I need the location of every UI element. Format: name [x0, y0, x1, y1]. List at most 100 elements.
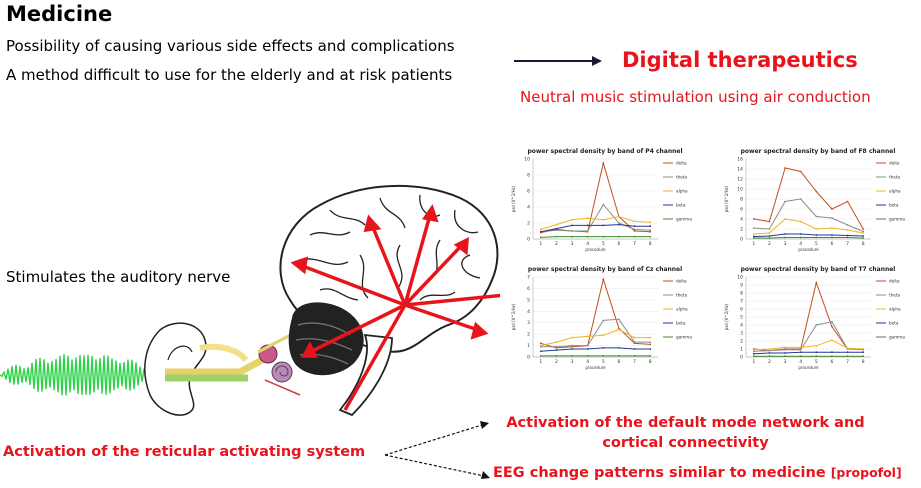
data-point-delta	[862, 228, 865, 230]
data-point-beta	[633, 225, 636, 228]
data-point-beta	[862, 351, 865, 354]
data-point-beta	[846, 351, 849, 354]
chart-title: power spectral density by band of P4 cha…	[527, 148, 682, 155]
data-point-beta	[799, 351, 802, 354]
series-line-beta	[540, 347, 651, 352]
legend-label-theta: theta	[889, 175, 901, 180]
data-point-gamma	[649, 235, 652, 238]
data-point-alpha	[752, 233, 755, 235]
data-point-gamma	[862, 355, 865, 358]
y-tick-label: 2	[527, 221, 530, 227]
y-axis-label: psd (V^2/Hz)	[511, 303, 516, 330]
data-point-theta	[555, 229, 558, 232]
series-line-theta	[540, 203, 651, 233]
data-point-beta	[586, 224, 589, 227]
data-point-delta	[784, 167, 786, 169]
data-point-alpha	[602, 218, 605, 221]
legend-label-beta: beta	[889, 203, 899, 208]
y-tick-label: 6	[740, 207, 743, 213]
data-point-alpha	[862, 348, 865, 350]
legend-label-delta: delta	[889, 161, 900, 166]
x-tick-label: 6	[618, 241, 621, 247]
data-point-alpha	[571, 336, 573, 339]
data-point-delta	[799, 170, 802, 173]
chart-title: power spectral density by band of T7 cha…	[741, 266, 896, 273]
y-tick-label: 5	[527, 297, 530, 303]
dmn-line-2: cortical connectivity	[602, 435, 769, 451]
data-point-theta	[799, 348, 802, 351]
data-point-alpha	[831, 227, 833, 229]
data-point-theta	[862, 230, 865, 233]
data-point-beta	[846, 234, 849, 237]
y-tick-label: 2	[527, 332, 530, 338]
data-point-theta	[846, 224, 849, 226]
data-point-theta	[649, 229, 652, 232]
series-line-beta	[753, 233, 864, 237]
data-point-gamma	[831, 355, 833, 358]
x-axis-label: procedure	[798, 247, 819, 252]
x-tick-label: 3	[571, 359, 574, 365]
series-line-delta	[753, 167, 864, 230]
legend-label-delta: delta	[889, 279, 900, 284]
series-line-gamma	[753, 237, 864, 239]
x-tick-label: 6	[618, 359, 621, 365]
y-tick-label: 7	[527, 275, 530, 281]
data-point-alpha	[555, 223, 558, 226]
data-point-beta	[799, 233, 802, 235]
data-point-beta	[571, 224, 573, 227]
data-point-theta	[586, 344, 589, 347]
series-line-alpha	[753, 218, 864, 235]
x-tick-label: 7	[846, 241, 849, 247]
data-point-delta	[649, 343, 652, 346]
data-point-gamma	[799, 236, 802, 239]
medicine-drawback-2: A method difficult to use for the elderl…	[6, 66, 453, 84]
data-point-beta	[539, 350, 542, 353]
data-point-theta	[633, 341, 636, 344]
data-point-gamma	[555, 354, 558, 357]
series-line-theta	[540, 318, 651, 348]
x-tick-label: 4	[586, 241, 589, 247]
y-tick-label: 1	[527, 343, 530, 349]
data-point-delta	[846, 200, 849, 203]
data-point-alpha	[633, 336, 636, 339]
data-point-beta	[602, 224, 605, 227]
x-tick-label: 5	[815, 241, 818, 247]
legend-label-delta: delta	[676, 279, 687, 284]
series-line-delta	[540, 277, 651, 349]
x-axis-label: procedure	[585, 365, 606, 370]
data-point-beta	[602, 346, 605, 349]
data-point-gamma	[768, 355, 771, 358]
y-tick-label: 8	[527, 173, 530, 179]
data-point-gamma	[831, 236, 833, 239]
legend-label-beta: beta	[676, 203, 686, 208]
legend-label-gamma: gamma	[676, 217, 692, 222]
data-point-gamma	[571, 354, 573, 357]
data-point-theta	[815, 215, 818, 218]
data-point-beta	[768, 352, 771, 354]
y-tick-label: 5	[740, 315, 743, 321]
y-tick-label: 4	[740, 323, 743, 329]
y-tick-label: 1	[740, 347, 743, 353]
legend-label-beta: beta	[676, 321, 686, 326]
data-point-gamma	[539, 236, 542, 239]
data-point-delta	[752, 218, 755, 220]
x-tick-label: 4	[799, 241, 802, 247]
x-tick-label: 5	[602, 241, 605, 247]
x-tick-label: 3	[571, 241, 574, 247]
data-point-alpha	[586, 217, 589, 220]
x-axis-label: procedure	[585, 247, 606, 252]
y-tick-label: 8	[740, 291, 743, 297]
x-tick-label: 7	[633, 241, 636, 247]
y-tick-label: 9	[740, 283, 743, 289]
data-point-gamma	[586, 235, 589, 238]
data-point-delta	[768, 220, 771, 223]
legend-label-gamma: gamma	[676, 335, 692, 340]
data-point-alpha	[815, 344, 818, 347]
data-point-alpha	[752, 348, 755, 351]
arrow-to-digital-icon	[514, 56, 602, 66]
y-axis-label: psd (V^2/Hz)	[724, 303, 729, 330]
data-point-theta	[752, 350, 755, 353]
data-point-beta	[784, 233, 786, 235]
data-point-alpha	[618, 215, 620, 218]
